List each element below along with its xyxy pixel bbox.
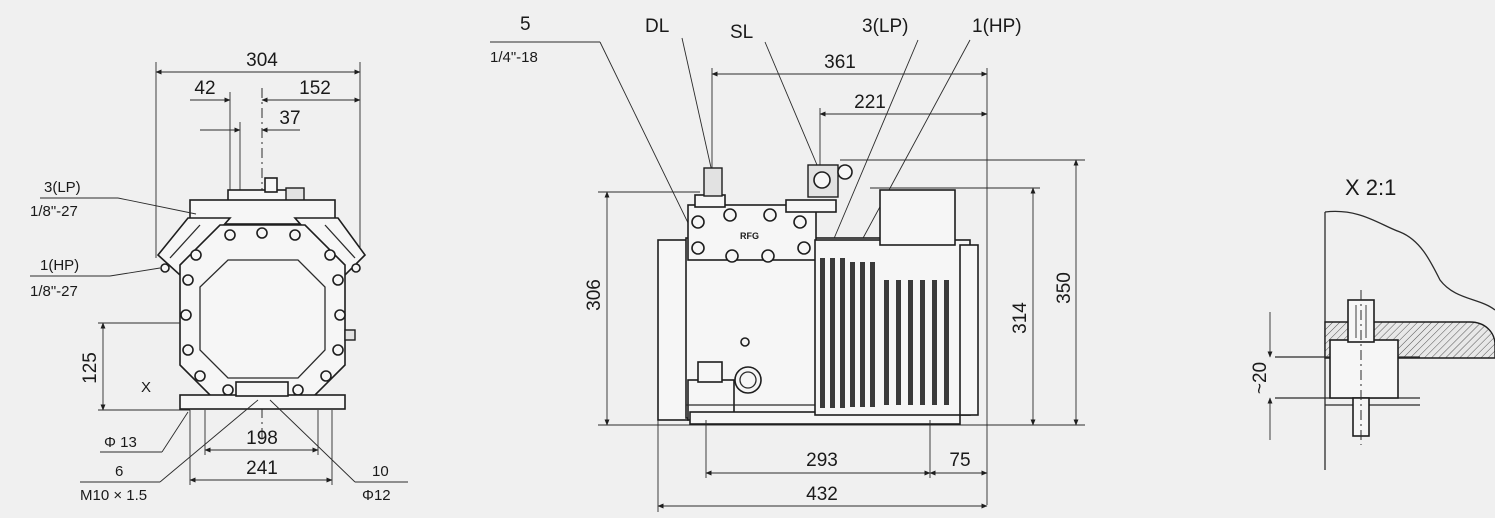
detail-damper (1329, 339, 1399, 399)
end-cover-left (657, 239, 689, 421)
label-item-6: 6 (115, 463, 123, 480)
label-thread-5: 1/4"-18 (490, 49, 538, 66)
label-hp-port: 1(HP) (40, 257, 79, 274)
side-view: 5 1/4"-18 DL SL 3(LP) 1(HP) 361 221 306 … (490, 14, 1085, 512)
front-view: 304 42 152 37 (30, 50, 408, 504)
label-lp-port: 3(LP) (44, 179, 81, 196)
label-dl: DL (645, 16, 669, 37)
label-dia-12: Φ12 (362, 487, 391, 504)
dim-text-37: 37 (279, 108, 300, 129)
label-hp-thread: 1/8"-27 (30, 283, 78, 300)
dim-text-42: 42 (194, 78, 215, 99)
dim-text-221: 221 (854, 92, 886, 113)
dim-text-304: 304 (246, 50, 278, 71)
detail-title: X 2:1 (1345, 175, 1396, 200)
dim-text-306: 306 (584, 279, 605, 311)
discharge-valve (703, 167, 723, 197)
dim-text-198: 198 (246, 428, 278, 449)
dim-text-152: 152 (299, 78, 331, 99)
dim-text-293: 293 (806, 450, 838, 471)
leader-dl (681, 37, 713, 173)
terminal-box (879, 189, 956, 246)
oil-fill-plug (740, 337, 750, 347)
dim-text-20: ~20 (1250, 362, 1271, 394)
label-1hp: 1(HP) (972, 16, 1022, 37)
dim-text-361: 361 (824, 52, 856, 73)
dim-text-241: 241 (246, 458, 278, 479)
cylinder-head-side (687, 204, 817, 261)
crankcase-inner (199, 259, 326, 379)
label-thread-m10: M10 × 1.5 (80, 487, 147, 504)
head-bolts-side (691, 208, 811, 263)
label-item-10: 10 (372, 463, 389, 480)
cooling-fins (820, 258, 949, 408)
valve-top (264, 177, 278, 193)
leader-sl (764, 41, 821, 173)
detail-view: X 2:1 ~20 (1250, 175, 1495, 470)
motor-end-cap (959, 244, 979, 416)
section-label-x: X (141, 379, 151, 396)
dim-text-314: 314 (1010, 302, 1031, 334)
label-sl: SL (730, 22, 753, 43)
foot-plate (179, 394, 346, 410)
sight-glass (734, 366, 762, 394)
valve-plate-side (785, 199, 837, 213)
label-lp-thread: 1/8"-27 (30, 203, 78, 220)
label-3lp: 3(LP) (862, 16, 908, 37)
dim-text-75: 75 (949, 450, 970, 471)
detail-break-line (1324, 210, 1495, 311)
side-plug (344, 329, 356, 341)
dim-text-432: 432 (806, 484, 838, 505)
oil-drain (235, 381, 289, 397)
dim-text-125: 125 (80, 352, 101, 384)
label-hole-dia: Φ 13 (104, 434, 137, 451)
dim-text-350: 350 (1054, 272, 1075, 304)
label-item-5: 5 (520, 14, 531, 35)
brand-text: RFG (740, 231, 759, 241)
